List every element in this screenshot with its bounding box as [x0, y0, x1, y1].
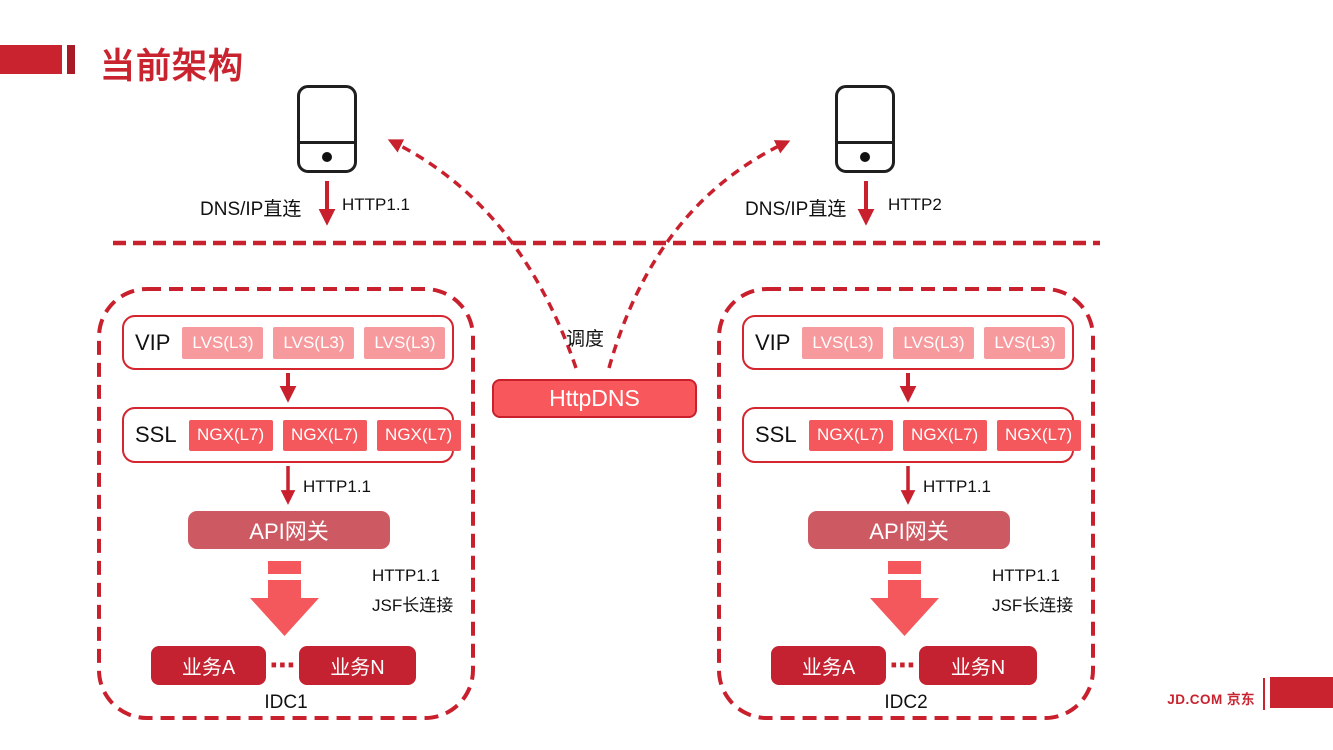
ngx-node-chip: NGX(L7)	[282, 419, 367, 451]
lvs-node-chip: LVS(L3)	[984, 326, 1066, 359]
idc1-api-gateway-box: API网关	[188, 511, 390, 549]
phone-home-button	[860, 152, 870, 162]
lvs-node-chip: LVS(L3)	[182, 326, 264, 359]
dispatch-curve-to-left-client	[387, 139, 578, 369]
phone-icon-left	[297, 85, 357, 173]
jd-logo-text: JD.COM 京东	[1167, 692, 1255, 707]
phone-screen-divider	[300, 141, 354, 144]
lvs-node-chip: LVS(L3)	[893, 326, 975, 359]
idc1-name-label: IDC1	[264, 692, 308, 713]
idc1-http-version-label: HTTP1.1	[303, 477, 372, 496]
idc2-ssl-layer-box: SSL NGX(L7) NGX(L7) NGX(L7)	[742, 407, 1081, 463]
idc1-ssl-layer-box: SSL NGX(L7) NGX(L7) NGX(L7)	[122, 407, 461, 463]
ngx-node-chip: NGX(L7)	[996, 419, 1081, 451]
idc1-flow-arrow-segment	[268, 561, 301, 574]
dispatch-label: 调度	[566, 329, 605, 350]
idc1-vip-layer-box: VIP LVS(L3) LVS(L3) LVS(L3)	[122, 315, 454, 370]
idc2-vip-layer-box: VIP LVS(L3) LVS(L3) LVS(L3)	[742, 315, 1074, 370]
idc1-flow-jsf-label: JSF长连接	[372, 596, 454, 615]
dns-direct-label-right: DNS/IP直连	[745, 199, 847, 220]
protocol-label-right: HTTP2	[888, 195, 942, 214]
idc2-flow-jsf-label: JSF长连接	[992, 596, 1074, 615]
idc2-name-label: IDC2	[884, 692, 928, 713]
ngx-node-chip: NGX(L7)	[188, 419, 273, 451]
idc2-service-a-box: 业务A	[771, 646, 886, 685]
idc1-flow-arrow-head	[250, 580, 319, 636]
ngx-node-chip: NGX(L7)	[808, 419, 893, 451]
idc2-flow-arrow-segment	[888, 561, 921, 574]
title-accent-bar	[67, 45, 75, 74]
footer-accent-rect	[1270, 677, 1333, 708]
idc2-service-n-box: 业务N	[919, 646, 1037, 685]
idc2-http-version-label: HTTP1.1	[923, 477, 992, 496]
httpdns-box: HttpDNS	[492, 379, 697, 418]
lvs-node-chip: LVS(L3)	[802, 326, 884, 359]
ssl-label: SSL	[755, 422, 797, 447]
protocol-label-left: HTTP1.1	[342, 195, 411, 214]
idc1-flow-protocol-label: HTTP1.1	[372, 566, 441, 585]
ssl-label: SSL	[135, 422, 177, 447]
vip-label: VIP	[755, 329, 791, 355]
idc2-flow-protocol-label: HTTP1.1	[992, 566, 1061, 585]
ngx-node-chip: NGX(L7)	[376, 419, 461, 451]
idc2-flow-arrow-head	[870, 580, 939, 636]
slide-title: 当前架构	[100, 47, 245, 86]
idc2-dashed-border	[717, 287, 1095, 720]
vip-label: VIP	[135, 329, 171, 355]
phone-screen-divider	[838, 141, 892, 144]
idc1-dashed-border	[97, 287, 475, 720]
idc1-service-a-box: 业务A	[151, 646, 266, 685]
idc2-service-ellipsis: ⋯	[889, 650, 916, 680]
idc2-api-gateway-box: API网关	[808, 511, 1010, 549]
title-accent-rect	[0, 45, 62, 74]
lvs-node-chip: LVS(L3)	[364, 326, 446, 359]
phone-icon-right	[835, 85, 895, 173]
phone-home-button	[322, 152, 332, 162]
ngx-node-chip: NGX(L7)	[902, 419, 987, 451]
lvs-node-chip: LVS(L3)	[273, 326, 355, 359]
footer-divider	[1263, 678, 1265, 710]
idc1-service-n-box: 业务N	[299, 646, 416, 685]
dns-direct-label-left: DNS/IP直连	[200, 199, 302, 220]
idc1-service-ellipsis: ⋯	[269, 650, 296, 680]
